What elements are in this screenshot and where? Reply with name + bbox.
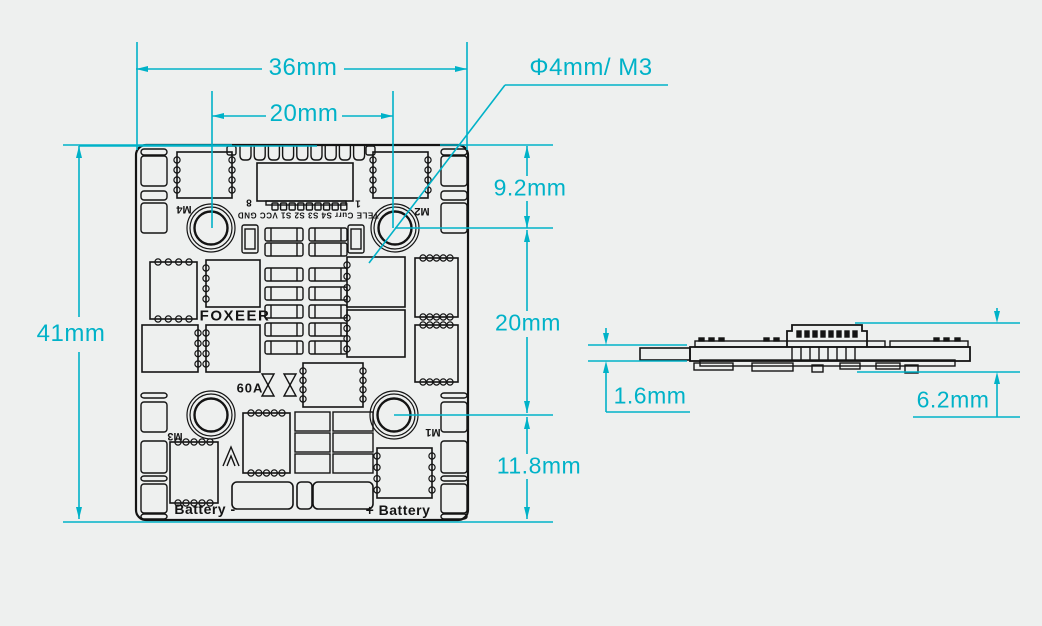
dim-board-width-label: 36mm: [268, 54, 338, 81]
dim-overall-height-label: 6.2mm: [916, 386, 990, 413]
connector-pin-8-text: 8: [246, 196, 252, 208]
dim-hole-spacing-y-label: 20mm: [495, 309, 561, 336]
dim-thickness-label: 1.6mm: [613, 382, 687, 409]
side-view-drawing: [639, 324, 971, 374]
motor-pad-m1-text: M1: [425, 426, 441, 438]
dimension-lines: [63, 42, 1020, 523]
connector-pin-labels-text: TELE Curr S4 S3 S2 S1 VCC GND: [237, 210, 379, 220]
dim-hole-spacing-x-label: 20mm: [269, 100, 339, 127]
battery-negative-text: Battery -: [174, 501, 236, 517]
dim-top-to-holes-label: 9.2mm: [493, 174, 567, 201]
motor-pad-m2-text: M2: [414, 205, 430, 217]
dim-board-height-label: 41mm: [36, 320, 106, 347]
current-rating-text: 60A: [236, 380, 264, 396]
connector-pin-1-text: 1: [355, 197, 361, 209]
motor-pad-m3-text: M3: [167, 430, 183, 442]
dim-mount-hole-note-label: Φ4mm/ M3: [529, 54, 653, 81]
brand-text: FOXEER: [199, 307, 271, 325]
motor-pad-m4-text: M4: [176, 203, 192, 215]
front-view-drawing: [134, 143, 470, 522]
battery-positive-text: + Battery: [365, 502, 431, 518]
dim-holes-to-bottom-label: 11.8mm: [496, 452, 582, 479]
